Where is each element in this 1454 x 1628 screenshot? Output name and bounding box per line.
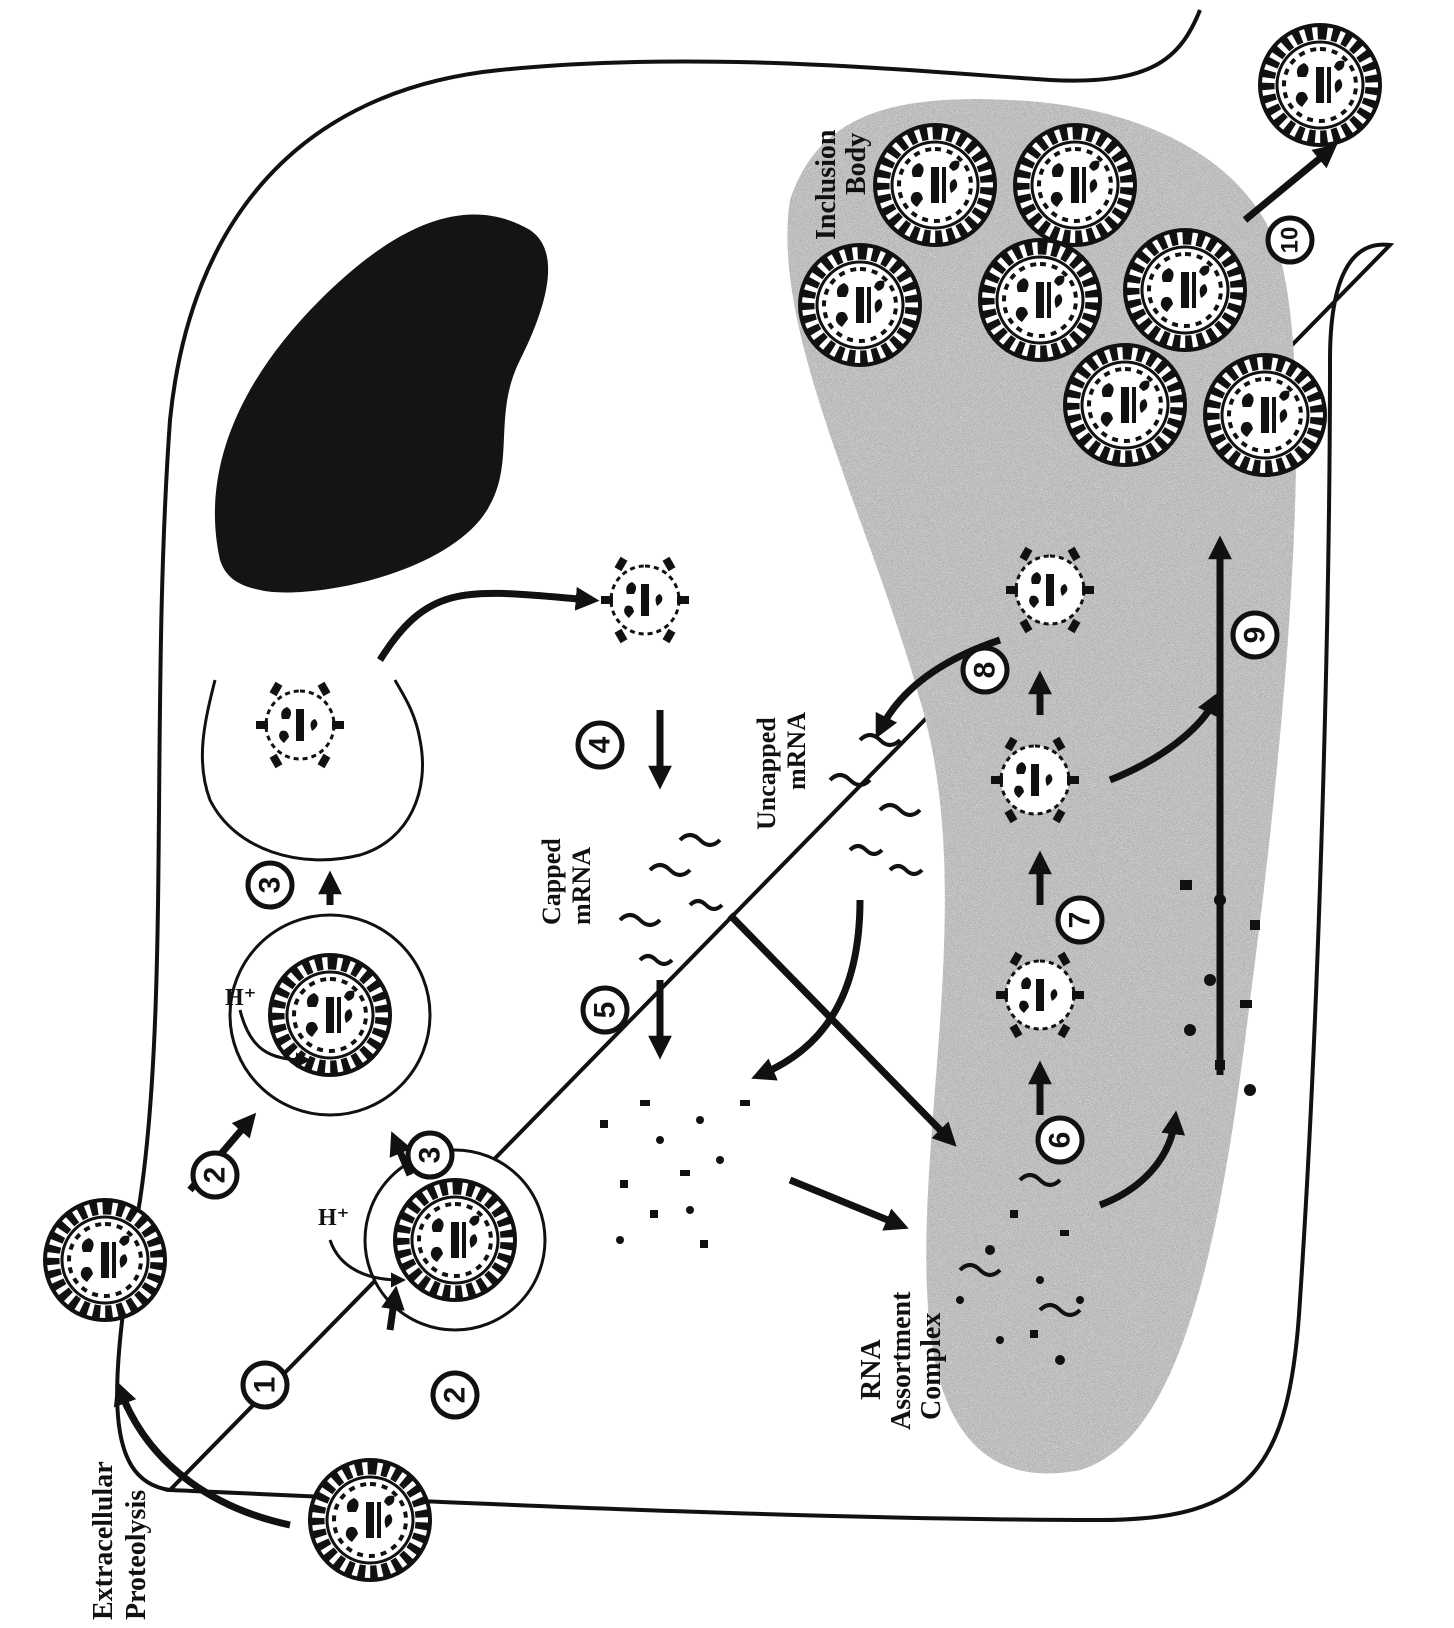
transcribing-core [601, 557, 689, 643]
label-capped-mrna: mRNA [567, 847, 596, 925]
label-body: Body [841, 133, 872, 195]
label-capped: Capped [537, 838, 566, 925]
step-3-top: 3 [254, 877, 287, 894]
step-8: 8 [969, 662, 1002, 679]
label-uncapped: Uncapped [752, 717, 781, 830]
nucleus [215, 215, 548, 593]
released-virion [1260, 25, 1380, 145]
step-4: 4 [584, 736, 617, 753]
step-9: 9 [1239, 627, 1272, 644]
label-proteolysis: Proteolysis [121, 1490, 152, 1620]
step-3-bottom: 3 [414, 1147, 447, 1164]
step-10: 10 [1277, 227, 1304, 254]
label-uncapped-mrna: mRNA [782, 712, 811, 790]
step-1: 1 [249, 1377, 282, 1394]
isvp-virion [45, 1200, 165, 1320]
label-extracellular: Extracellular [88, 1461, 119, 1620]
step-2-bottom: 2 [439, 1387, 472, 1404]
label-proton-bottom: H⁺ [318, 1205, 349, 1231]
step-5: 5 [589, 1002, 622, 1019]
step-2-top: 2 [199, 1167, 232, 1184]
step-7: 7 [1064, 912, 1097, 929]
label-assortment: Assortment [886, 1291, 917, 1430]
label-inclusion: Inclusion [811, 129, 842, 240]
translated-proteins [600, 1100, 750, 1248]
label-complex: Complex [916, 1313, 947, 1420]
step-6: 6 [1044, 1132, 1077, 1149]
label-proton-top: H⁺ [225, 985, 256, 1011]
extracellular-virion [310, 1460, 430, 1580]
label-rna: RNA [856, 1339, 887, 1400]
endocytosed-virion [395, 1180, 515, 1300]
uncoating-virion [270, 955, 390, 1075]
